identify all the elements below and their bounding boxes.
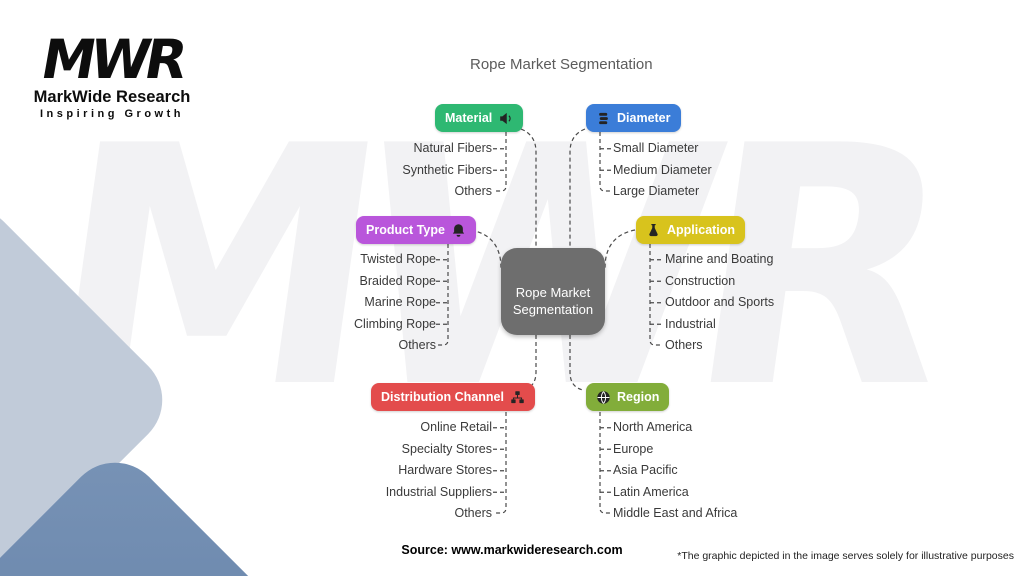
center-node-line1: Rope Market <box>515 285 591 300</box>
list-item: Natural Fibers <box>413 141 493 155</box>
source-text: Source: www.markwideresearch.com <box>401 543 623 557</box>
bell-icon <box>451 223 466 238</box>
node-application-label: Application <box>667 223 736 237</box>
center-node: Rope Market Segmentation <box>501 248 605 335</box>
list-item: Medium Diameter <box>613 162 712 177</box>
logo-tagline: Inspiring Growth <box>40 108 184 120</box>
list-item: Twisted Rope <box>360 252 436 266</box>
node-diameter: Diameter <box>586 104 681 132</box>
list-item: Others <box>398 338 436 352</box>
node-distribution-channel-label: Distribution Channel <box>381 390 504 404</box>
list-item: Outdoor and Sports <box>665 295 775 309</box>
list-item: North America <box>613 420 693 434</box>
list-item: Braided Rope <box>359 273 436 288</box>
logo-company-name: MarkWide Research <box>33 88 191 106</box>
node-distribution-channel: Distribution Channel <box>371 383 535 411</box>
list-item: Latin America <box>613 484 689 499</box>
node-application: Application <box>636 216 746 244</box>
list-item: Hardware Stores <box>398 463 492 477</box>
application-items: Marine and Boating Construction Outdoor … <box>665 249 774 357</box>
list-item: Construction <box>665 273 736 288</box>
list-item: Online Retail <box>420 420 492 434</box>
logo-monogram: MWR <box>36 28 188 91</box>
diameter-items: Small Diameter Medium Diameter Large Dia… <box>613 138 712 203</box>
megaphone-icon <box>498 111 513 126</box>
sitemap-icon <box>510 390 525 405</box>
node-diameter-label: Diameter <box>617 111 671 125</box>
node-region-label: Region <box>617 390 660 404</box>
list-item: Industrial <box>665 316 716 331</box>
list-item: Asia Pacific <box>613 463 678 477</box>
list-item: Large Diameter <box>613 184 700 198</box>
list-item: Others <box>454 184 492 198</box>
page-title: Rope Market Segmentation <box>470 56 653 73</box>
list-item: Middle East and Africa <box>613 506 738 520</box>
node-product-type: Product Type <box>356 216 476 244</box>
coil-icon <box>596 111 611 126</box>
center-node-line2: Segmentation <box>512 302 594 317</box>
node-material: Material <box>435 104 524 132</box>
distribution-channel-items: Online Retail Specialty Stores Hardware … <box>386 417 492 525</box>
list-item: Others <box>454 506 492 520</box>
markwide-research-logo: MWR MarkWide Research Inspiring Growth <box>32 28 192 120</box>
node-region: Region <box>586 383 670 411</box>
list-item: Small Diameter <box>613 141 699 155</box>
list-item: Europe <box>613 441 654 456</box>
list-item: Others <box>665 338 703 352</box>
product-type-items: Twisted Rope Braided Rope Marine Rope Cl… <box>354 249 436 357</box>
list-item: Specialty Stores <box>401 441 492 456</box>
node-material-label: Material <box>445 111 493 125</box>
material-items: Natural Fibers Synthetic Fibers Others <box>402 138 492 203</box>
list-item: Industrial Suppliers <box>385 484 492 499</box>
flask-icon <box>646 223 661 238</box>
list-item: Marine Rope <box>364 295 436 309</box>
list-item: Marine and Boating <box>665 252 774 266</box>
node-product-type-label: Product Type <box>366 223 445 237</box>
list-item: Climbing Rope <box>354 316 436 331</box>
list-item: Synthetic Fibers <box>402 162 492 177</box>
globe-icon <box>596 390 611 405</box>
disclaimer-text: *The graphic depicted in the image serve… <box>677 550 1014 562</box>
region-items: North America Europe Asia Pacific Latin … <box>613 417 737 525</box>
